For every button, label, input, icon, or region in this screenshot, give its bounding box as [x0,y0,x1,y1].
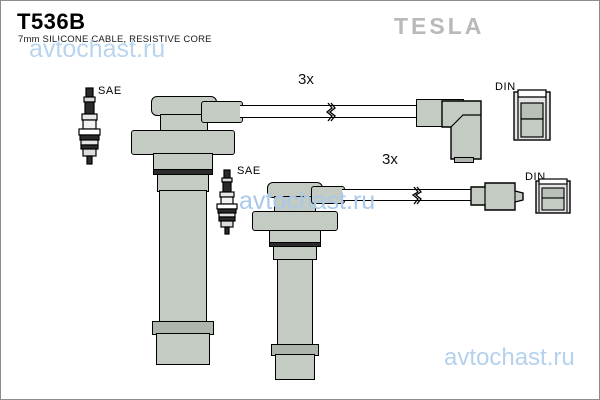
din-boot-upper-foot [454,157,474,163]
boot-upper-flange [131,130,235,155]
brand-logo: TESLA [394,13,485,39]
din-boot-lower [470,182,524,211]
boot-upper-shoulder [153,153,213,170]
cable-break-symbol-upper [325,102,336,122]
part-description: 7mm SILICONE CABLE, RESISTIVE CORE [18,34,212,45]
quantity-label-lower: 3x [382,151,398,168]
boot-upper-tip [156,333,210,365]
cable-break-symbol-lower [411,186,422,205]
din-socket-icon-upper [513,89,551,141]
spark-plug-icon-upper [78,87,101,165]
boot-lower-barrel [277,259,313,346]
watermark-bottom: avtochast.ru [444,344,575,371]
boot-upper-outlet [201,101,243,123]
boot-lower-flange [252,211,338,231]
label-sae-lower: SAE [237,165,261,177]
label-din-upper: DIN [495,81,516,93]
spark-plug-icon-lower [216,169,238,235]
page-title: T536B [17,9,86,34]
boot-lower-taper [273,246,317,260]
boot-upper-barrel [159,190,207,324]
din-boot-upper-elbow [441,100,482,160]
quantity-label-upper: 3x [298,71,314,88]
boot-lower-tip [275,354,315,380]
label-sae-upper: SAE [98,85,122,97]
din-socket-icon-lower [535,178,571,214]
boot-lower-outlet [311,186,345,204]
